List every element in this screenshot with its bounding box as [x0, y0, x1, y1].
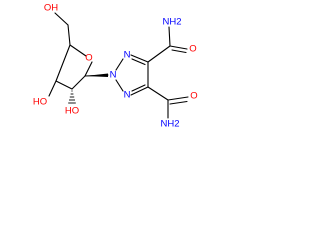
bond-carbonyl-top-o	[169, 45, 188, 50]
bond-layer	[48, 12, 189, 119]
bond-ch2-c4	[67, 24, 71, 46]
bond-c4-carbonyl-bottom	[147, 86, 169, 101]
bond-n1-c5	[130, 54, 149, 63]
label-n-top: N	[124, 50, 131, 61]
hashed-wedge-c2-oh	[68, 90, 76, 104]
bond-carbonyl-bottom-o	[167, 96, 189, 101]
bond-n2-n3	[115, 79, 124, 92]
label-ho-left: HO	[33, 97, 47, 108]
label-ho-bottom: HO	[65, 106, 79, 117]
label-n-bottom: N	[124, 90, 131, 101]
bond-n3-c4	[130, 86, 149, 96]
bond-n2-n1	[115, 58, 124, 71]
bond-c2-c3	[55, 80, 73, 90]
label-amide-top-nh2: NH2	[162, 17, 181, 28]
label-n-mid: N	[110, 70, 117, 81]
bond-ring-o-c1	[84, 61, 93, 77]
label-amide-bottom-nh2: NH2	[160, 119, 179, 130]
bond-carbonyl-top-n	[168, 26, 171, 47]
bond-carbonyl-top-o-double	[171, 49, 187, 54]
label-oh-top: OH	[44, 3, 58, 14]
label-ring-oxygen: O	[85, 53, 92, 64]
bond-c4-ring-o	[69, 44, 87, 57]
bond-c5-carbonyl-top	[147, 45, 171, 63]
bond-c3-oh	[48, 80, 57, 97]
bond-c3-c4	[55, 44, 71, 82]
wedge-c1-n	[85, 73, 108, 77]
label-amide-bottom-o: O	[190, 91, 197, 102]
atom-labels: OH O HO HO N N N NH2 O NH2 O	[33, 3, 198, 130]
bond-c1-c2	[71, 75, 86, 90]
bond-oh-ch2	[54, 12, 69, 26]
bond-n1-c5-double	[131, 58, 146, 66]
bond-carbonyl-bottom-o-double	[169, 100, 188, 105]
molecule-structure: OH O HO HO N N N NH2 O NH2 O	[33, 3, 198, 130]
bond-n3-c4-double	[131, 84, 146, 92]
label-amide-top-o: O	[189, 44, 196, 55]
